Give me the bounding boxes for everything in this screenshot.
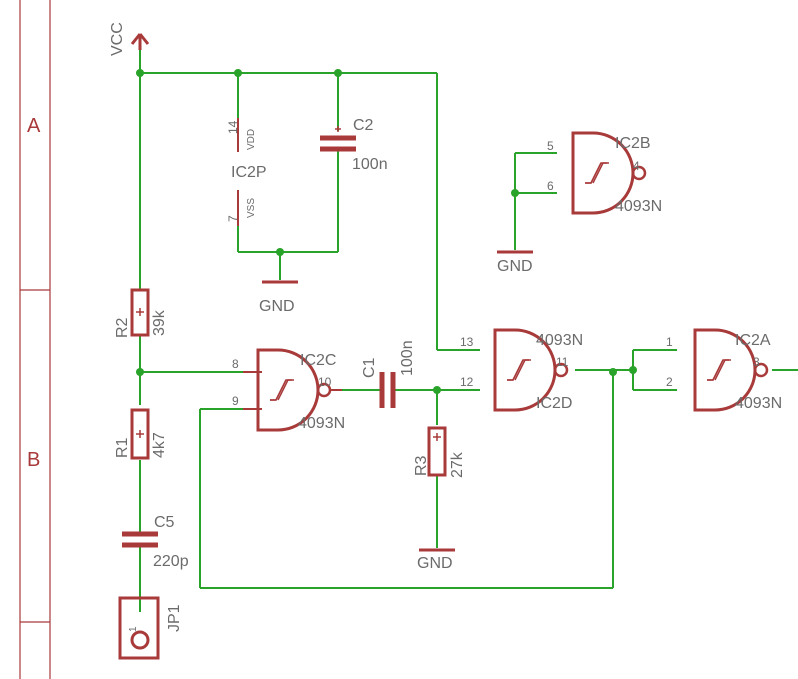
jumper-jp1	[118, 596, 160, 660]
resistor-name-label: R1	[114, 437, 131, 458]
gate-name-label: IC2A	[735, 332, 771, 349]
resistor-value-label: 27k	[449, 451, 466, 478]
capacitor-value-label: 220p	[153, 553, 189, 570]
ic2p-pin-label: 7	[226, 215, 240, 222]
gnd-symbol	[262, 250, 533, 552]
capacitor-name-label: C5	[154, 514, 175, 531]
gate-pin-label: 9	[232, 394, 239, 408]
gate-pin-label: 13	[460, 335, 474, 349]
resistor-name-label: R3	[413, 455, 430, 476]
resistor-name-label: R2	[114, 317, 131, 338]
gate-pin-label: 5	[547, 139, 554, 153]
capacitor-value-label: 100n	[352, 156, 388, 173]
gate-pin-label: 10	[318, 375, 332, 389]
resistor-r1	[130, 408, 150, 460]
capacitor-name-label: C1	[361, 357, 378, 378]
capacitor-name-label: C2	[353, 117, 374, 134]
capacitor-c2	[320, 126, 356, 152]
resistor-value-label: 4k7	[151, 432, 168, 458]
capacitor-c1	[379, 372, 396, 408]
resistor-value-label: 39k	[151, 309, 168, 336]
vcc-label: VCC	[109, 22, 126, 56]
resistor-r2	[130, 288, 150, 337]
gnd-label: GND	[417, 555, 453, 572]
capacitor-value-label: 100n	[399, 340, 416, 376]
gate-pin-label: 3	[753, 355, 760, 369]
ic2p-vdd-label: VDD	[246, 129, 257, 150]
jumper-name-label: JP1	[166, 604, 183, 632]
zone-label-b: B	[27, 449, 40, 471]
gate-name-label: IC2C	[300, 352, 336, 369]
gate-pin-label: 8	[232, 357, 239, 371]
gnd-label: GND	[497, 258, 533, 275]
nand-gate-ic2c	[243, 348, 342, 432]
gate-value-label: 4093N	[536, 332, 583, 349]
gate-pin-label: 11	[556, 355, 569, 369]
gate-value-label: 4093N	[298, 415, 345, 432]
gate-pin-label: 12	[460, 375, 474, 389]
zone-label-a: A	[27, 115, 41, 137]
ic2p-name-label: IC2P	[231, 164, 267, 181]
gate-value-label: 4093N	[735, 395, 782, 412]
gate-pin-label: 2	[666, 375, 673, 389]
resistor-r3	[427, 426, 447, 477]
gate-pin-label: 6	[547, 179, 554, 193]
ic2p-vss-label: VSS	[246, 198, 257, 218]
gate-pin-label: 1	[666, 335, 673, 349]
gate-name-label: IC2B	[615, 135, 651, 152]
frame-border	[19, 0, 51, 679]
gnd-label: GND	[259, 298, 295, 315]
ic2p-pin-label: 14	[226, 120, 240, 134]
jumper-pin-label: 1	[128, 626, 139, 632]
wires	[139, 48, 798, 612]
capacitor-c5	[122, 531, 158, 548]
vcc-supply-symbol	[130, 33, 150, 50]
gate-name-label: IC2D	[536, 395, 572, 412]
gate-value-label: 4093N	[615, 198, 662, 215]
gate-pin-label: 4	[633, 159, 640, 173]
junctions	[136, 69, 637, 394]
